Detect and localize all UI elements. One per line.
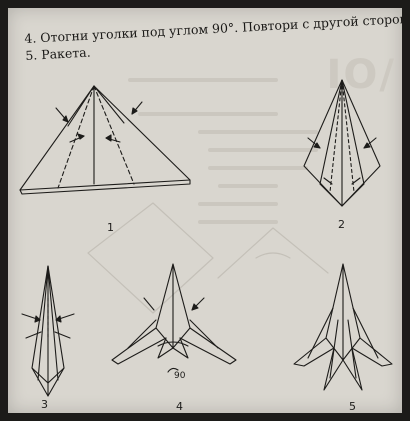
figure-4-drawing xyxy=(111,263,237,365)
figure-5-drawing xyxy=(293,263,393,391)
figure-3-label: 3 xyxy=(41,398,48,411)
show-through-line xyxy=(198,220,278,224)
figure-1-drawing xyxy=(19,85,191,195)
show-through-line xyxy=(198,202,278,206)
show-through-line xyxy=(128,78,278,82)
figure-5-label: 5 xyxy=(349,400,356,413)
show-through-line xyxy=(138,112,278,116)
origami-rocket-diagrams: 90 xyxy=(19,79,393,397)
show-through-line xyxy=(208,148,318,152)
book-page: IO/ 4. Отогни уголки под углом 90°. Повт… xyxy=(8,8,402,413)
figure-4-angle-note: 90 xyxy=(174,371,186,381)
figure-4-label: 4 xyxy=(176,400,183,413)
figure-2-drawing xyxy=(303,79,381,207)
figure-3-drawing xyxy=(21,265,75,397)
figure-1-label: 1 xyxy=(107,221,114,234)
show-through-shapes xyxy=(87,202,329,314)
show-through-line xyxy=(208,166,308,170)
figure-4-angle-arc xyxy=(167,367,179,373)
show-through-line xyxy=(198,130,318,134)
figure-2-label: 2 xyxy=(338,218,345,231)
show-through-line xyxy=(218,184,278,188)
